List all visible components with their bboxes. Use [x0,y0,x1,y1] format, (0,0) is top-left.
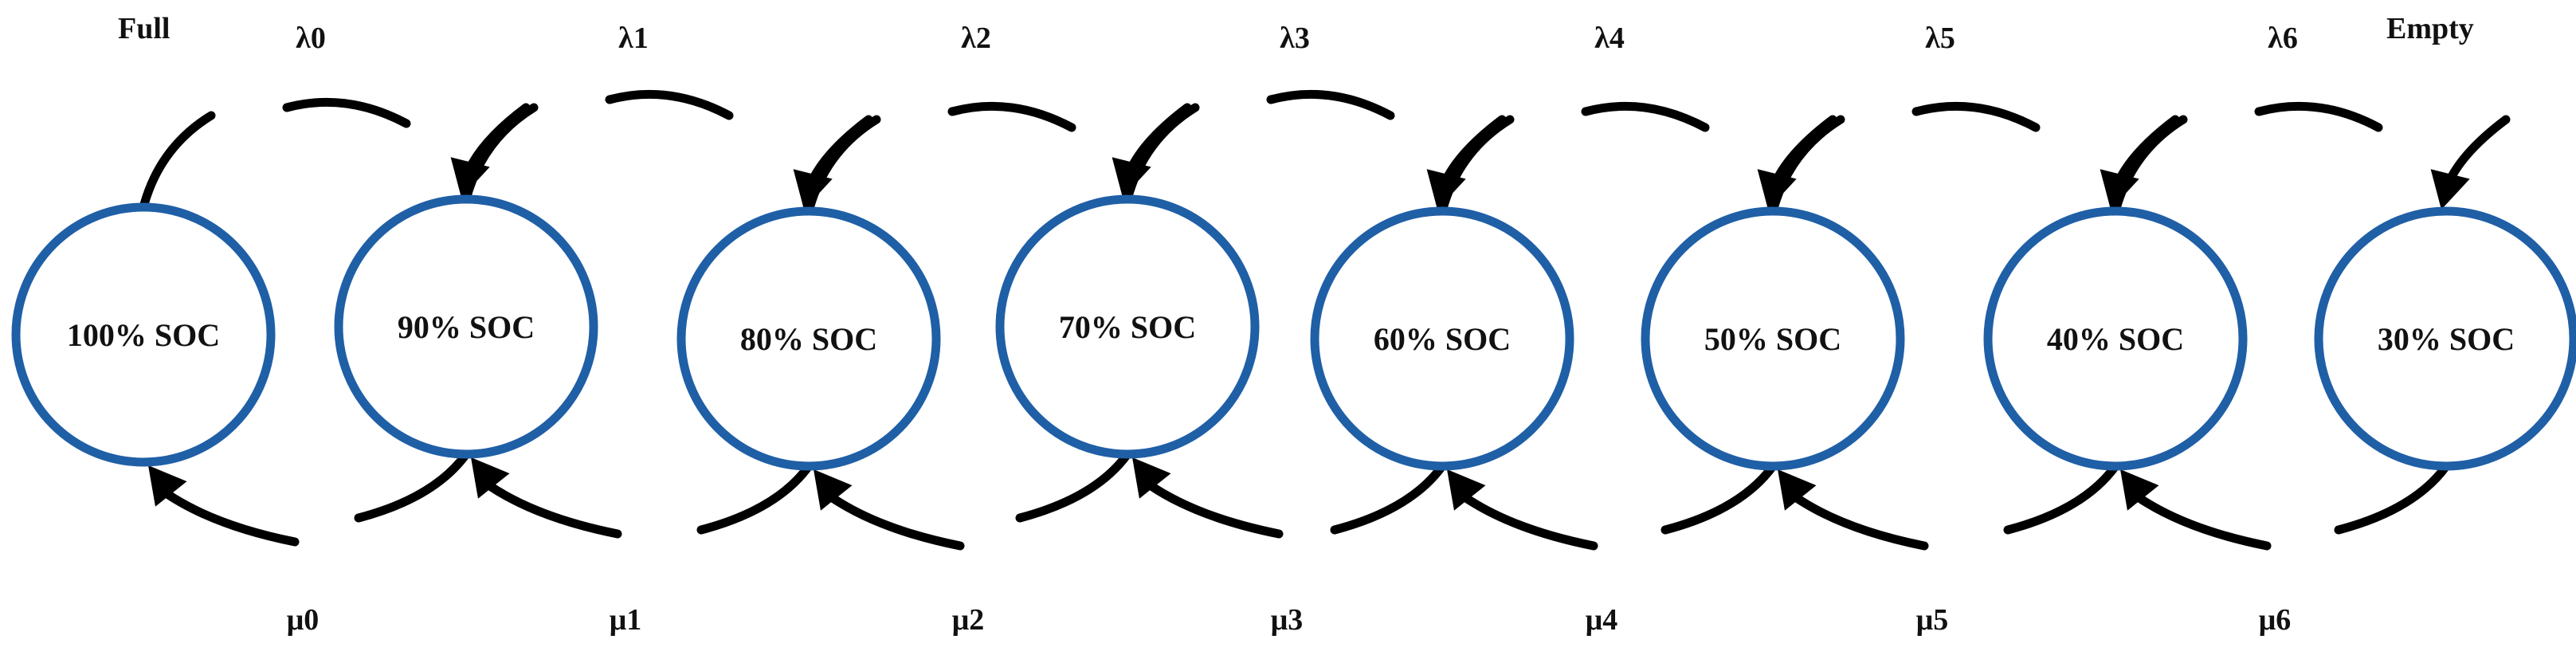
arc-segment [828,493,965,551]
state-node: 100% SOC [11,202,276,467]
arc-segment [1581,101,1710,132]
arc-segment [2111,115,2188,216]
arc-segment [163,489,300,547]
state-node: 70% SOC [995,194,1260,459]
mu-label: μ6 [2259,603,2292,637]
lambda-label: λ5 [1925,22,1955,55]
forward-transition-arc [461,89,873,210]
state-nodes: 100% SOC 90% SOC 80% SOC 70% SOC 60% SOC 50% … [11,194,2576,471]
state-node: 80% SOC [676,206,941,471]
state-label: 90% SOC [398,309,535,345]
state-node: 30% SOC [2314,206,2576,471]
arrowhead [1778,469,1817,511]
state-label: 70% SOC [1059,309,1196,345]
mu-label: μ0 [287,603,320,637]
arc-segment [1147,481,1284,539]
mu-label: μ3 [1271,603,1304,637]
arc-segment [1461,493,1598,551]
state-node: 50% SOC [1641,206,1905,471]
state-label: 50% SOC [1704,321,1841,357]
arc-segment [139,111,216,212]
backward-transition-arc [814,449,1132,551]
lambda-label: λ4 [1594,22,1625,55]
transition-labels: λ0 λ1 λ2 λ3 λ4 λ5 λ6 μ0 μ1 μ2 μ3 μ4 μ5 μ6 [287,22,2298,637]
arrowhead [1447,469,1486,511]
arc-segment [1437,115,1515,216]
backward-transition-arc [148,449,471,547]
state-node: 90% SOC [334,194,598,459]
backward-transition-arc [2120,461,2451,551]
arrowhead [2430,169,2470,210]
backward-transition-arc [1778,461,2120,551]
arrowhead [471,457,510,499]
state-circle [334,194,598,459]
state-node: 60% SOC [1310,206,1574,471]
lambda-label: λ6 [2268,22,2298,55]
state-label: 30% SOC [2378,321,2515,357]
forward-transition-arc [2111,101,2511,216]
arc-segment [1330,461,1447,535]
arc-segment [461,103,539,204]
arrowhead [814,469,853,511]
arrowhead [1132,457,1171,499]
backward-transition-arc [1132,457,1447,539]
state-circle [2314,206,2576,471]
mu-label: μ1 [610,603,642,637]
state-circle [995,194,1260,459]
arc-segment [1792,493,1929,551]
state-circle [11,202,276,467]
state-node: 40% SOC [1983,206,2248,471]
arc-segment [1123,103,1200,204]
arc-segment [1768,115,1845,216]
arc-segment [2334,461,2451,535]
state-label: 60% SOC [1374,321,1511,357]
arc-segment [354,449,471,523]
arc-segment [1266,89,1395,120]
arc-segment [2135,493,2272,551]
state-circle [676,206,941,471]
state-circle [1641,206,1905,471]
state-label: 40% SOC [2047,321,2184,357]
state-label: 100% SOC [67,317,220,353]
arc-segment [2003,461,2120,535]
arc-segment [696,461,814,535]
transition-arcs [139,89,2511,551]
state-label: 80% SOC [740,321,877,357]
backward-transition-arc [471,457,814,539]
arrowhead [148,465,187,507]
lambda-label: λ2 [961,22,991,55]
arc-segment [1660,461,1778,535]
state-circle [1310,206,1574,471]
arc-segment [485,481,622,539]
backward-transition-arc [1447,461,1778,551]
arc-segment [2254,101,2383,132]
forward-transition-arc [1768,101,2180,216]
mu-label: μ2 [952,603,985,637]
lambda-label: λ1 [618,22,649,55]
state-circle [1983,206,2248,471]
full-label: Full [118,12,170,45]
arc-segment [804,115,881,216]
lambda-label: λ0 [296,22,326,55]
arc-segment [605,89,734,120]
mu-label: μ4 [1586,603,1618,637]
lambda-label: λ3 [1280,22,1310,55]
mu-label: μ5 [1916,603,1949,637]
arrowhead [2120,469,2159,511]
arc-segment [1015,449,1132,523]
arc-segment [282,97,411,128]
arc-segment [947,101,1076,132]
empty-label: Empty [2386,12,2474,45]
arc-segment [1911,101,2041,132]
